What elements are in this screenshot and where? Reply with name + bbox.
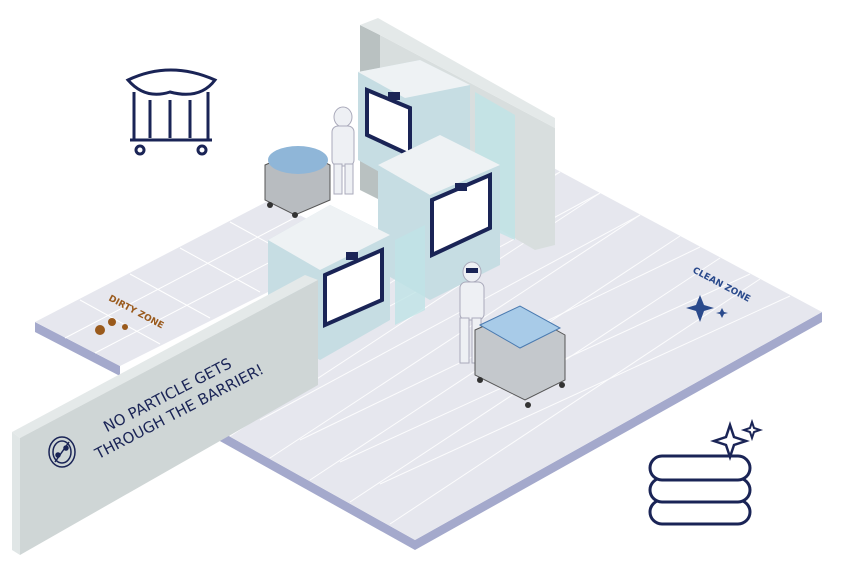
dirty-laundry-cart [264, 146, 331, 218]
folded-towels-icon [648, 418, 764, 526]
clean-laundry-cart [474, 305, 566, 408]
barrier-wall [12, 275, 318, 555]
sparkle-icon [686, 295, 728, 322]
laundry-cart-icon [125, 68, 218, 156]
virus-icon [95, 318, 128, 335]
worker-dirty-side [331, 106, 355, 195]
no-particle-icon [48, 436, 76, 468]
